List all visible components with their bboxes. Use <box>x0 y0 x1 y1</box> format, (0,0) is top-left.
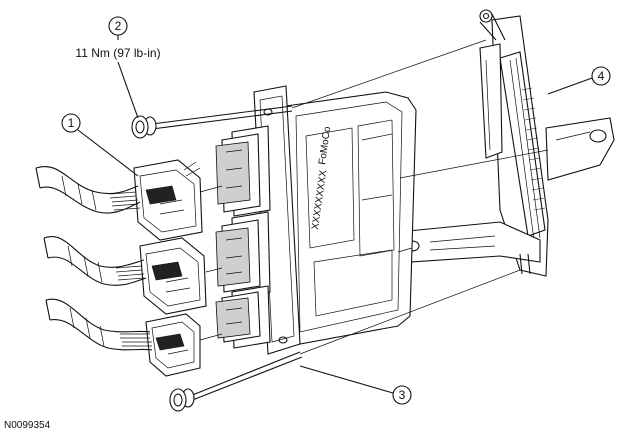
callout-3: 3 <box>299 365 412 405</box>
mounting-bracket <box>397 9 615 277</box>
connector-middle <box>139 237 207 315</box>
connector-upper <box>133 159 203 241</box>
control-module: FoMoCo XXXXXXXXX <box>215 85 417 355</box>
wire-harness-upper <box>35 165 141 214</box>
module-logo: FoMoCo <box>317 125 333 165</box>
callout-2: 2 <box>108 16 128 40</box>
callout-3-number: 3 <box>399 388 406 402</box>
bolt-lower <box>169 351 303 412</box>
bolt-upper <box>131 105 293 139</box>
figure-id: N0099354 <box>4 420 51 431</box>
callout-1-leader <box>77 129 139 177</box>
callout-1-number: 1 <box>68 116 75 130</box>
callout-4-leader <box>547 77 593 95</box>
callout-4-number: 4 <box>598 69 605 83</box>
callout-2-leader <box>117 61 139 119</box>
callout-4: 4 <box>547 66 611 95</box>
connector-lower <box>145 313 201 377</box>
callout-3-leader <box>299 365 394 394</box>
callout-1: 1 <box>61 113 139 177</box>
alignment-lines <box>199 39 549 355</box>
torque-spec-label: 11 Nm (97 lb-in) <box>75 46 160 60</box>
wire-harness-middle <box>43 236 147 286</box>
callout-2-number: 2 <box>115 19 122 33</box>
wire-harness-lower <box>45 298 153 351</box>
